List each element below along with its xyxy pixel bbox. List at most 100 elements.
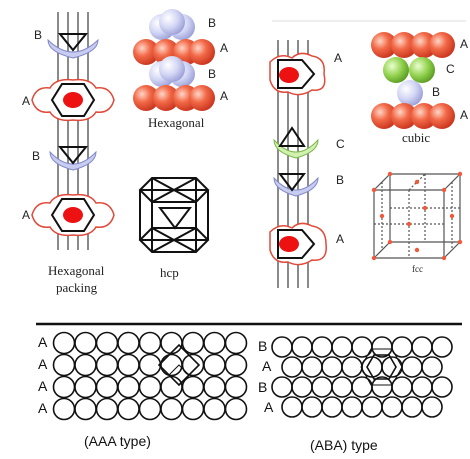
aba-highlight <box>360 348 403 386</box>
aba-circle <box>301 356 323 378</box>
aaa-circle <box>52 375 76 399</box>
aaa-circle <box>203 353 226 377</box>
aaa-circle <box>203 331 226 355</box>
aaa-caption: (AAA type) <box>84 433 151 449</box>
aaa-circle <box>52 331 76 355</box>
aba-circle <box>411 336 433 358</box>
aba-circle <box>351 376 373 398</box>
cubic-sphere-stack: A C B A cubic <box>371 32 468 145</box>
stack-label: B <box>208 67 216 81</box>
hcp-unit-cell <box>138 177 210 253</box>
aba-circle <box>311 336 333 358</box>
layer-a-upper <box>31 78 115 122</box>
aaa-highlight <box>157 343 201 387</box>
aba-caption: (ABA) type <box>310 437 378 453</box>
aba-circle <box>401 356 423 378</box>
aaa-circle <box>95 397 119 421</box>
row-label: A <box>264 399 274 415</box>
row-label: A <box>262 358 272 374</box>
aba-circle <box>431 336 453 358</box>
row-label: A <box>38 356 48 372</box>
aba-circle <box>371 336 393 358</box>
aaa-circle <box>224 375 248 399</box>
fcc-unit-cell <box>373 173 461 259</box>
layer-label: A <box>22 208 30 222</box>
aaa-circle <box>160 331 183 355</box>
row-label: A <box>38 334 48 350</box>
hexagonal-stack-caption: Hexagonal <box>148 115 205 130</box>
aaa-circle <box>74 397 97 421</box>
aaa-circle-grid <box>52 331 248 421</box>
aba-circle <box>281 356 303 378</box>
aaa-circle <box>74 331 97 355</box>
aba-circle <box>381 396 403 418</box>
aaa-circle <box>117 353 140 377</box>
layer-c <box>273 126 319 159</box>
aaa-circle <box>224 397 248 421</box>
aaa-circle <box>160 375 183 399</box>
row-label: B <box>258 379 267 395</box>
stack-label: A <box>460 37 468 51</box>
stack-label: C <box>446 62 455 76</box>
aba-circle <box>371 376 393 398</box>
row-label: A <box>38 400 48 416</box>
stack-label: A <box>220 41 228 55</box>
row-label: A <box>38 378 48 394</box>
aaa-circle <box>181 331 205 355</box>
aaa-circle <box>52 353 76 377</box>
aaa-circle <box>138 331 162 355</box>
aba-circle <box>351 336 373 358</box>
aaa-circle <box>138 397 162 421</box>
fcc-caption: fcc <box>412 264 423 274</box>
aba-circle <box>421 356 443 378</box>
aaa-circle <box>203 375 226 399</box>
aba-circle <box>271 336 293 358</box>
layer-a-top <box>269 52 326 96</box>
layer-a-bottom <box>269 222 327 266</box>
aba-circle <box>401 396 423 418</box>
aba-circle <box>361 396 383 418</box>
aba-circle <box>341 356 363 378</box>
aba-circle <box>421 396 443 418</box>
hexagonal-packing-caption: packing <box>56 280 98 295</box>
aaa-circle <box>74 375 97 399</box>
hexagonal-layer-model: B A B A Hexagonal packing <box>22 12 115 295</box>
aaa-circle <box>95 353 119 377</box>
layer-label: A <box>334 51 342 65</box>
layer-label: A <box>336 232 344 246</box>
layer-label: B <box>336 173 344 187</box>
layer-label: B <box>32 149 40 163</box>
layer-b-top <box>47 33 99 59</box>
aaa-circle <box>160 397 183 421</box>
layer-label: C <box>336 137 345 151</box>
aaa-circle <box>224 331 248 355</box>
hexagonal-sphere-stack: B A B A Hexagonal <box>133 9 228 130</box>
aaa-circle <box>138 375 162 399</box>
cubic-stack-caption: cubic <box>402 130 430 145</box>
fcc-atoms <box>371 171 463 261</box>
aaa-circle <box>181 397 205 421</box>
aaa-circle <box>52 397 76 421</box>
aaa-circle <box>95 375 119 399</box>
aaa-circle <box>138 353 162 377</box>
stack-label: A <box>220 89 228 103</box>
aba-circle <box>411 376 433 398</box>
aaa-circle <box>224 353 248 377</box>
layer-b-lower <box>49 146 97 171</box>
stack-label: B <box>208 16 216 30</box>
hexagonal-packing-caption: Hexagonal <box>48 263 105 278</box>
row-label: B <box>258 338 267 354</box>
aaa-circle <box>117 331 140 355</box>
aba-circle <box>301 396 323 418</box>
aba-circle <box>291 376 313 398</box>
aaa-circle <box>74 353 97 377</box>
aba-circle <box>331 376 353 398</box>
hcp-caption: hcp <box>160 265 179 280</box>
layer-label: A <box>22 94 30 108</box>
aaa-circle <box>181 375 205 399</box>
aaa-circle <box>95 331 119 355</box>
aba-circle <box>311 376 333 398</box>
aba-circle <box>291 336 313 358</box>
aba-circle-grid <box>271 336 453 418</box>
layer-a-lower <box>31 193 115 237</box>
